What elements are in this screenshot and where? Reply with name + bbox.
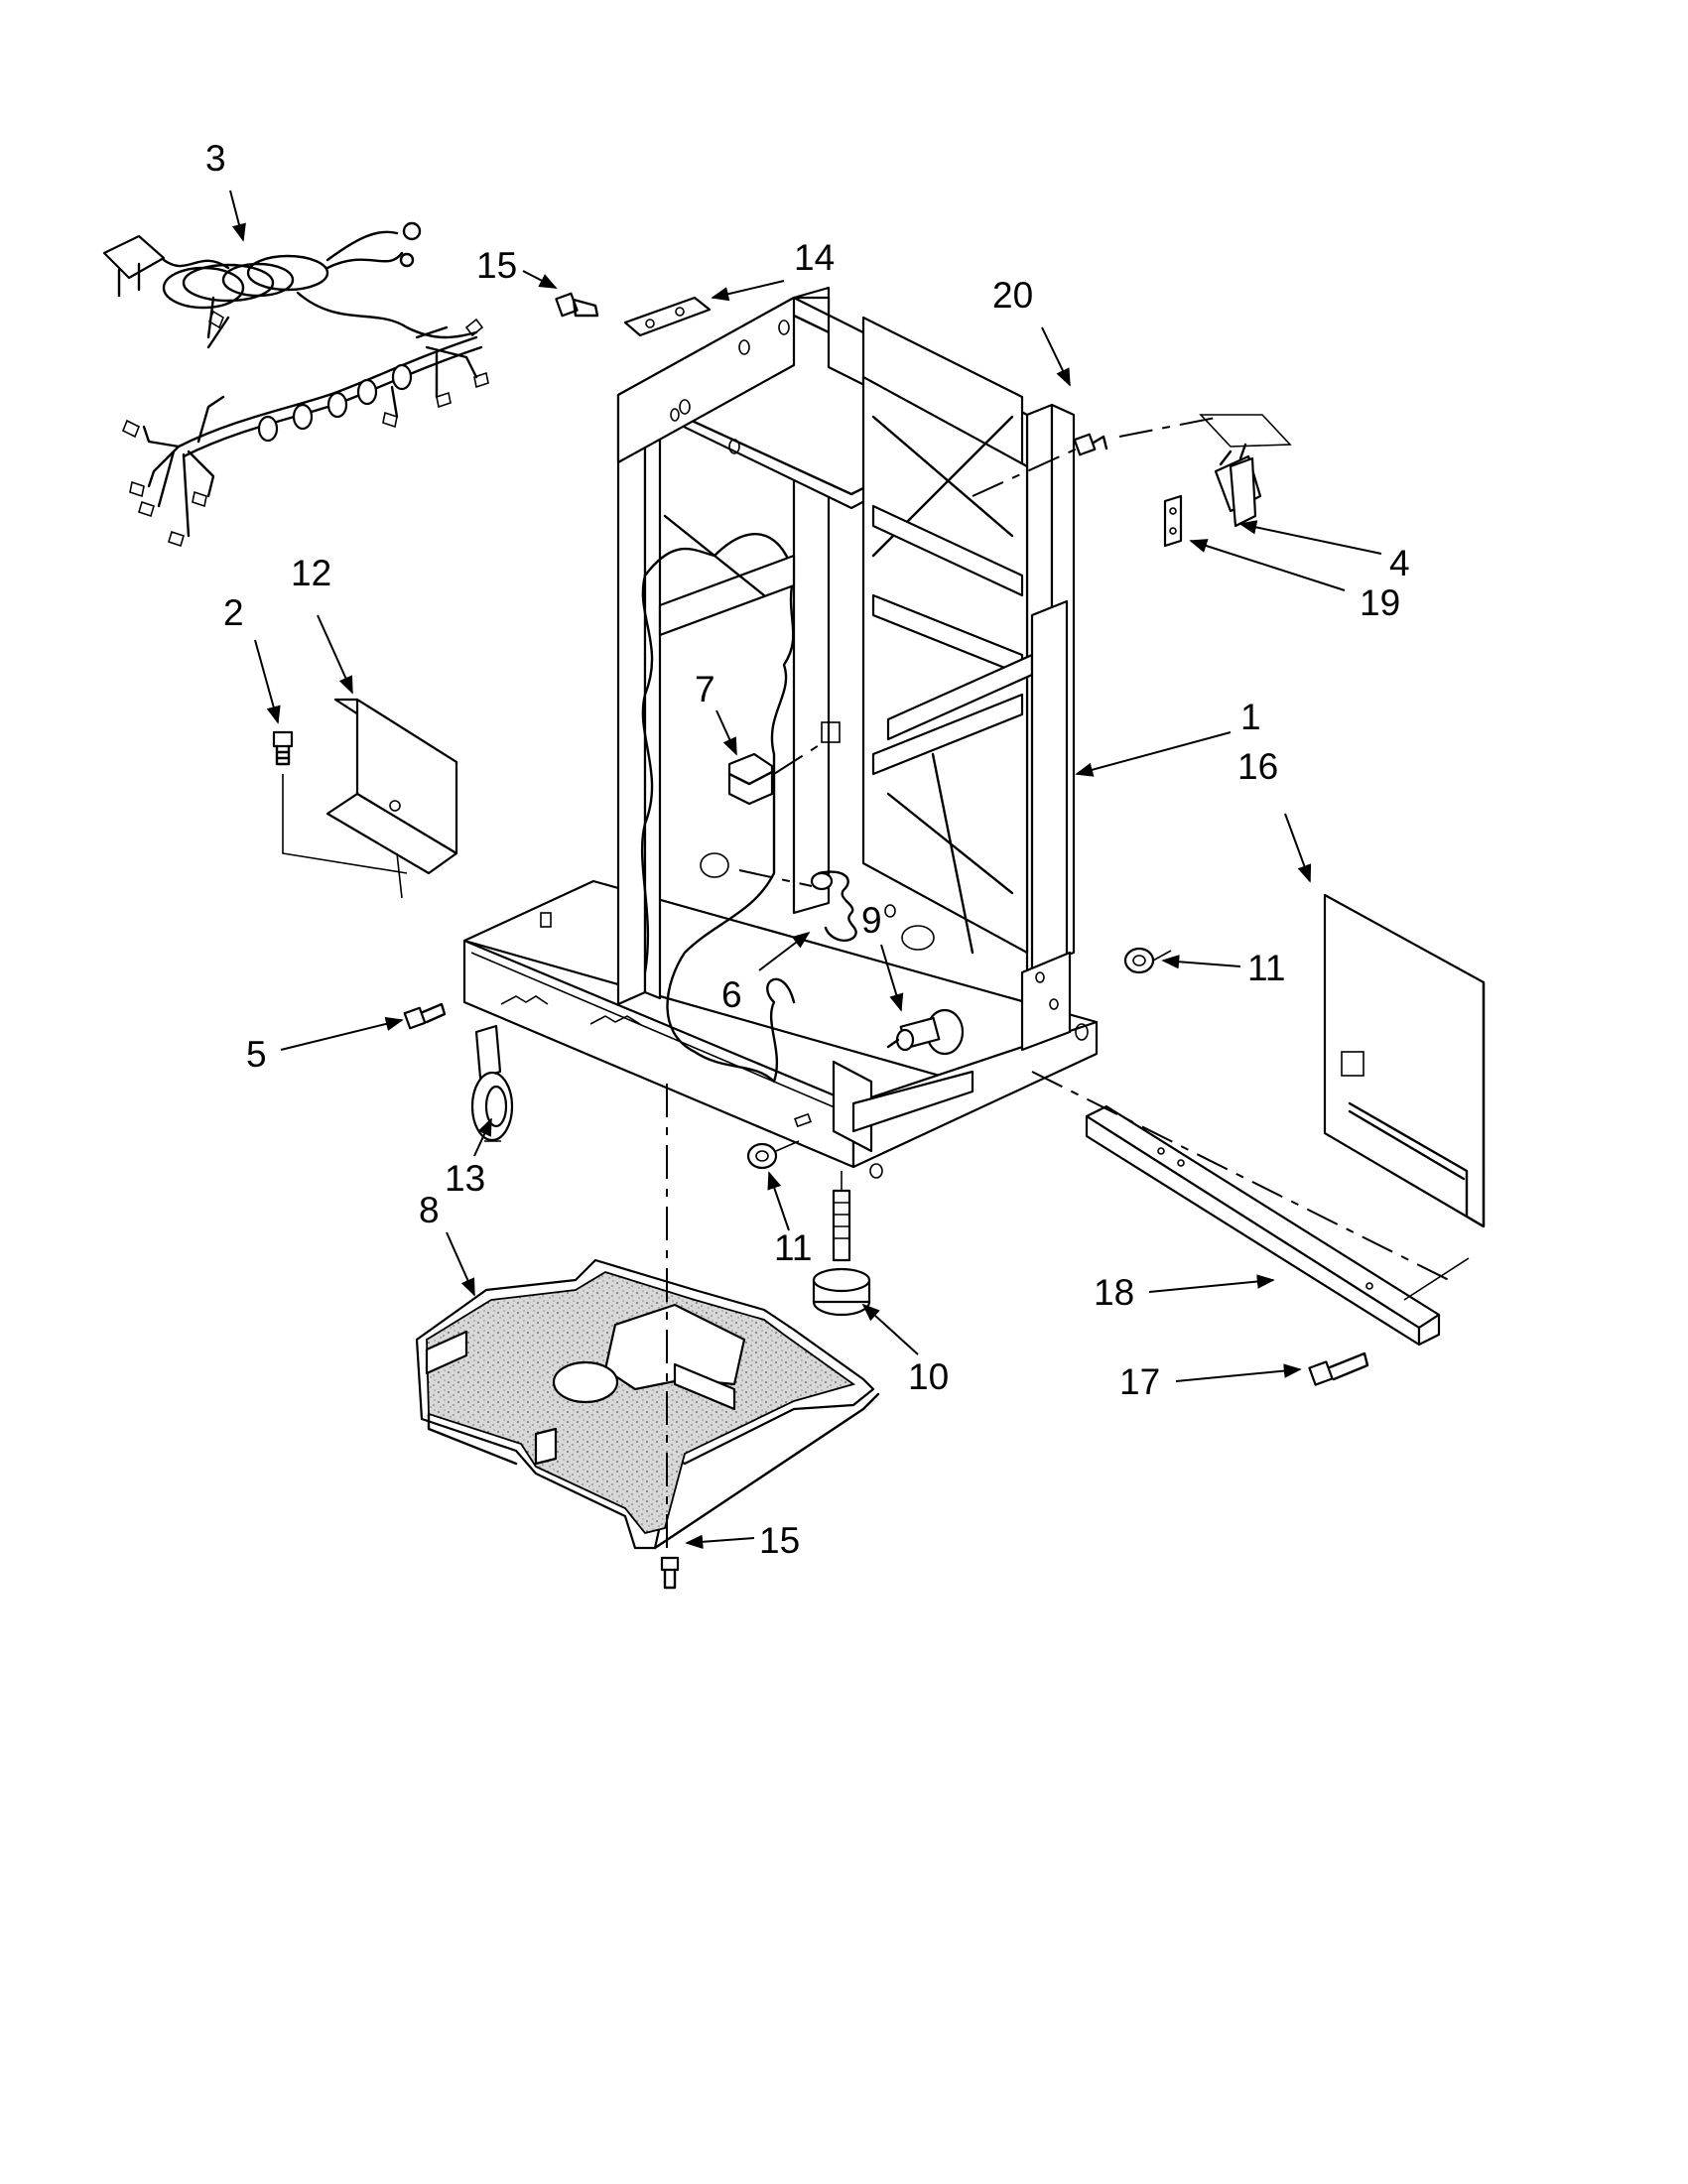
callout-labels: 3 15 14 20 4 19 2 12 7 1 16 11 9 6 5 13 … [205,138,1410,1561]
callout-14: 14 [794,237,835,278]
callout-15: 15 [759,1520,800,1561]
callout-13: 13 [445,1158,485,1199]
screw-part-17 [1308,1351,1369,1386]
callout-11: 11 [774,1227,812,1268]
damper-part-9 [886,1008,965,1056]
callout-8: 8 [419,1190,440,1230]
leveling-foot-part-10 [812,1171,871,1317]
callout-17: 17 [1119,1361,1160,1402]
callout-18: 18 [1094,1272,1134,1313]
callout-10: 10 [908,1356,949,1397]
screw-part-15-bottom [660,1556,680,1590]
callout-9: 9 [861,900,882,941]
callout-16: 16 [1237,746,1278,787]
callout-7: 7 [695,669,715,709]
callout-11: 11 [1247,948,1285,988]
shield-part-12 [325,698,458,899]
callout-1: 1 [1240,697,1261,737]
rail-part-18 [1085,1104,1470,1347]
spring-part-6 [738,869,857,942]
callout-20: 20 [992,275,1033,316]
screw-part-15-top [555,292,599,318]
screw-part-2 [272,730,408,874]
switch-part-4 [1199,414,1292,528]
screw-part-5 [403,1002,447,1030]
callout-4: 4 [1389,543,1410,583]
callout-15: 15 [476,245,517,286]
rear-panel-part-16 [1323,893,1486,1228]
bracket-part-19 [1163,494,1183,548]
screw-part-20 [1073,416,1222,456]
power-cord-and-harness [102,221,489,548]
leader-arrows [229,190,1382,1549]
relay-part-7 [727,721,841,806]
bracket-part-14 [623,296,712,337]
callout-5: 5 [246,1034,267,1075]
nut-part-11-lower [746,1140,800,1170]
callout-19: 19 [1360,582,1400,623]
insulation-pan-part-8 [415,1258,880,1550]
callout-2: 2 [223,592,244,633]
caster-part-13 [470,1024,514,1142]
callout-12: 12 [291,553,331,593]
callout-3: 3 [205,138,226,179]
callout-6: 6 [721,974,742,1015]
cabinet-frame [462,286,1099,1179]
